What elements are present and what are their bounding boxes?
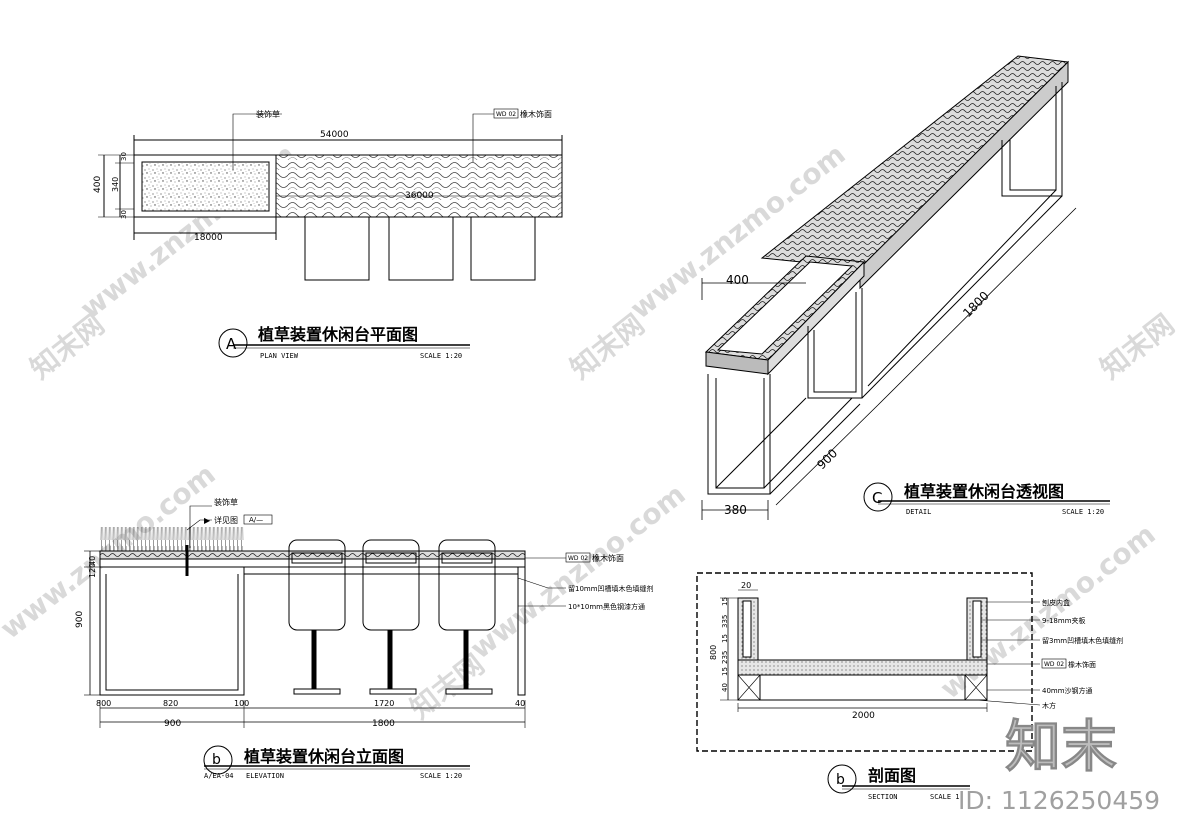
section-title-block: b 剖面图 SECTION SCALE 1:: [827, 764, 970, 801]
plan-stool: [304, 216, 370, 281]
plan-scale: SCALE 1:20: [420, 352, 462, 360]
plan-planter-grass: [141, 161, 270, 212]
persp-title: 植草装置休闲台透视图: [903, 482, 1064, 501]
elev-dim-h120: 120: [88, 563, 97, 578]
watermark-cn: 知末网: [404, 648, 491, 726]
elev-dim-1800: 1800: [372, 719, 395, 729]
brand-watermark: 知末 ID: 1126250459: [958, 715, 1160, 815]
elev-stool: [438, 539, 496, 695]
elev-grass: [100, 527, 244, 551]
dim-mid: 340: [111, 177, 120, 192]
sec-dim-total: 800: [709, 645, 718, 660]
elev-dim-1720: 1720: [374, 699, 394, 708]
note-wood-tag: WD 02: [496, 111, 516, 118]
plan-stool: [470, 216, 536, 281]
elev-note-groove: 留10mm凹槽填木色填缝剂: [568, 584, 654, 593]
sec-dim-h15c: 15: [721, 667, 729, 676]
leader-line: [472, 113, 494, 162]
plan-stool: [388, 216, 454, 281]
persp-marker: C: [872, 489, 882, 507]
elevation-labels: 900 40 120 800 820 100 1720 40 900 1800 …: [75, 497, 654, 729]
elev-marker: b: [212, 752, 221, 768]
elev-note-wood: 橡木饰面: [592, 553, 624, 563]
sec-note-wood: 橡木饰面: [1068, 660, 1096, 669]
dim-planter: 18000: [194, 233, 223, 243]
plan-title-block: A 植草装置休闲台平面图 PLAN VIEW SCALE 1:20: [218, 325, 470, 360]
sec-subtitle: SECTION: [868, 793, 898, 801]
persp-bench-edge: [859, 60, 1069, 290]
sec-marker: b: [836, 772, 845, 788]
elev-dim-100: 100: [234, 699, 249, 708]
elevation-view: [84, 505, 591, 728]
section-labels: 20 15 335 15 235 15 40 800 2000 刨皮内盒 9-1…: [709, 581, 1123, 721]
elev-stool: [288, 539, 346, 695]
elevation-title-block: b A/EA-04 植草装置休闲台立面图 ELEVATION SCALE 1:2…: [203, 745, 470, 780]
sec-dim-h15a: 15: [721, 597, 729, 606]
brand-logo: 知末: [1005, 715, 1117, 780]
sec-dim-width: 2000: [852, 711, 875, 721]
dim-height: 400: [93, 176, 103, 193]
watermark-site: www.znzmo.com: [464, 478, 692, 666]
elev-scale: SCALE 1:20: [420, 772, 462, 780]
elev-ref: A/EA-04: [204, 772, 234, 780]
elev-note-detail-ref: 详见图: [214, 515, 238, 525]
elev-note-grass: 装饰草: [214, 497, 238, 507]
elev-dim-h900: 900: [75, 611, 85, 628]
plan-marker-circle: [218, 328, 248, 358]
elev-note-arrow: ▶: [204, 516, 211, 525]
note-grass: 装饰草: [256, 109, 280, 119]
sec-title: 剖面图: [868, 766, 916, 785]
sec-note-wood-tag: WD 02: [1044, 661, 1064, 668]
watermark-layer: 知末网 www.znzmo.com 知末网 www.znzmo.com 知末网 …: [0, 138, 1181, 726]
sec-note-2: 9-18mm夹板: [1042, 616, 1086, 625]
elev-subtitle: ELEVATION: [246, 772, 284, 780]
leader-line: [232, 113, 282, 170]
plan-subtitle: PLAN VIEW: [260, 352, 299, 360]
elev-dim-820: 820: [163, 699, 178, 708]
sec-dim-h15b: 15: [721, 634, 729, 643]
sec-note-1: 刨皮内盒: [1042, 598, 1070, 607]
sec-note-3: 留3mm凹槽填木色填缝剂: [1042, 636, 1123, 645]
dim-edge-top: 30: [120, 152, 128, 161]
dim-total: 54000: [320, 130, 349, 140]
plan-marker: A: [226, 335, 237, 353]
sec-note-6: 木方: [1042, 701, 1056, 710]
note-wood: 橡木饰面: [520, 109, 552, 119]
elev-dim-40: 40: [515, 699, 525, 708]
sec-dim-h40: 40: [721, 683, 729, 692]
watermark-cn: 知末网: [1094, 308, 1181, 386]
elev-title: 植草装置休闲台立面图: [243, 747, 404, 766]
perspective-view: [701, 55, 1077, 520]
section-boundary: [696, 572, 1033, 752]
elev-dim-900: 900: [164, 719, 181, 729]
elev-stool: [362, 539, 420, 695]
elev-note-steel: 10*10mm黑色钢漆方通: [568, 602, 645, 611]
perspective-title-block: C 植草装置休闲台透视图 DETAIL SCALE 1:20: [863, 482, 1110, 516]
section-view: [696, 572, 1067, 752]
dim-edge-bottom: 30: [120, 210, 128, 219]
plan-labels: 54000 36000 18000 400 340 30 30 装饰草 WD 0…: [93, 109, 552, 243]
plan-title: 植草装置休闲台平面图: [257, 325, 418, 344]
dim-inner: 36000: [405, 191, 434, 201]
plan-view: [98, 108, 563, 281]
sec-dim-h235: 235: [721, 651, 729, 664]
elev-dim-800: 800: [96, 699, 111, 708]
sec-scale: SCALE 1:: [930, 793, 964, 801]
persp-dim-380: 380: [724, 503, 747, 517]
sec-dim-h335: 335: [721, 615, 729, 628]
persp-scale: SCALE 1:20: [1062, 508, 1104, 516]
elev-note-detail-tag: A/—: [249, 516, 263, 524]
elev-note-wood-tag: WD 02: [568, 555, 588, 562]
persp-dim-400: 400: [726, 273, 749, 287]
watermark-cn: 知末网: [564, 308, 651, 386]
brand-id: ID: 1126250459: [958, 786, 1160, 815]
sec-dim-w20: 20: [741, 581, 751, 590]
elev-dim-h40: 40: [88, 556, 97, 566]
elev-bench-top: [99, 550, 526, 560]
persp-subtitle: DETAIL: [906, 508, 931, 516]
sec-note-5: 40mm沙钢方通: [1042, 686, 1093, 695]
persp-dim-900: 900: [814, 446, 840, 472]
